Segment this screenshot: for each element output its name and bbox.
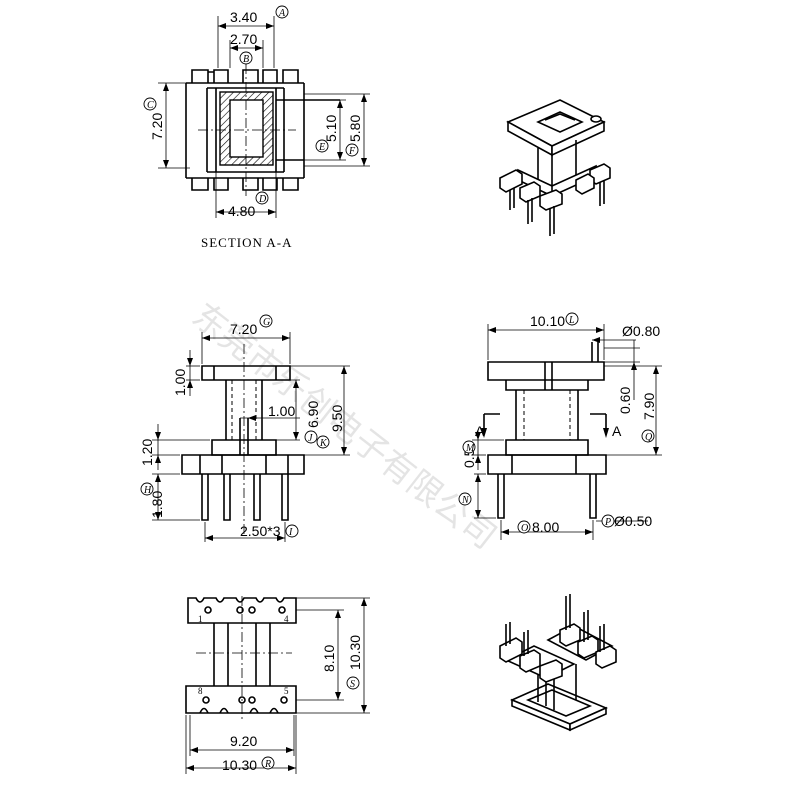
dim-side-pin-dia: Ø0.80 (622, 323, 660, 339)
dim-front-base-h: 1.20 (139, 439, 155, 466)
dim-E-value: 5.10 (323, 115, 339, 142)
dim-C-value: 7.20 (149, 113, 165, 140)
pin-number-4: 4 (284, 614, 289, 624)
dim-front-flange-h: 1.00 (172, 369, 188, 396)
label-N: N (461, 495, 470, 506)
label-A: A (278, 8, 286, 19)
label-C: C (147, 100, 154, 111)
section-view: 3.40 A 2.70 B 7.20 C 4.80 D 5.10 E (143, 5, 370, 250)
label-S: S (350, 679, 355, 690)
dim-front-slot-w: 1.00 (268, 403, 295, 419)
pin-number-5: 5 (284, 686, 289, 696)
dim-G-value: 7.20 (230, 321, 257, 337)
dim-O-value: 8.00 (532, 519, 559, 535)
bottom-view: 1 4 8 5 8.10 10.30 S 9.20 10.30 R (185, 596, 370, 774)
isometric-top-view (499, 99, 611, 236)
side-view: A A 10.10 L Ø0.80 0.60 7.90 Q (458, 312, 662, 540)
pin-number-1: 1 (198, 614, 203, 624)
dim-S-value: 10.30 (347, 635, 363, 670)
label-P: P (604, 517, 611, 528)
dim-side-top-h: 0.60 (617, 387, 633, 414)
label-J: J (308, 433, 313, 444)
label-I: I (288, 527, 293, 538)
label-Q: Q (645, 432, 653, 443)
label-G: G (263, 317, 270, 328)
dim-I-value: 2.50*3 (240, 523, 281, 539)
dim-L-value: 10.10 (530, 313, 565, 329)
dim-H-value: 1.80 (149, 491, 165, 518)
label-O: O (521, 523, 528, 534)
dim-Q-value: 7.90 (641, 393, 657, 420)
dim-F-value: 5.80 (347, 115, 363, 142)
label-D: D (258, 194, 267, 205)
label-H: H (143, 485, 152, 496)
dim-K-value: 9.50 (329, 405, 345, 432)
dim-bottom-inner-w: 9.20 (230, 733, 257, 749)
label-M: M (465, 443, 475, 454)
label-R: R (264, 759, 271, 770)
label-L: L (568, 315, 575, 326)
dim-P-value: Ø0.50 (614, 513, 652, 529)
dim-B-value: 2.70 (230, 31, 257, 47)
pin-number-8: 8 (198, 686, 203, 696)
dim-R-value: 10.30 (222, 757, 257, 773)
dim-D-value: 4.80 (228, 203, 255, 219)
dim-J-value: 6.90 (305, 401, 321, 428)
section-arrow-right: A (612, 423, 622, 439)
label-K: K (319, 438, 328, 449)
label-B: B (243, 54, 249, 65)
label-E: E (318, 142, 325, 153)
dim-bottom-pitch-h: 8.10 (321, 645, 337, 672)
isometric-bottom-view (499, 594, 617, 732)
dim-A-value: 3.40 (230, 9, 257, 25)
section-arrow-left: A (475, 423, 485, 439)
label-F: F (348, 146, 356, 157)
section-title: SECTION A-A (201, 235, 293, 250)
front-view: 7.20 G 1.00 1.00 6.90 J 9.50 K (139, 314, 350, 542)
